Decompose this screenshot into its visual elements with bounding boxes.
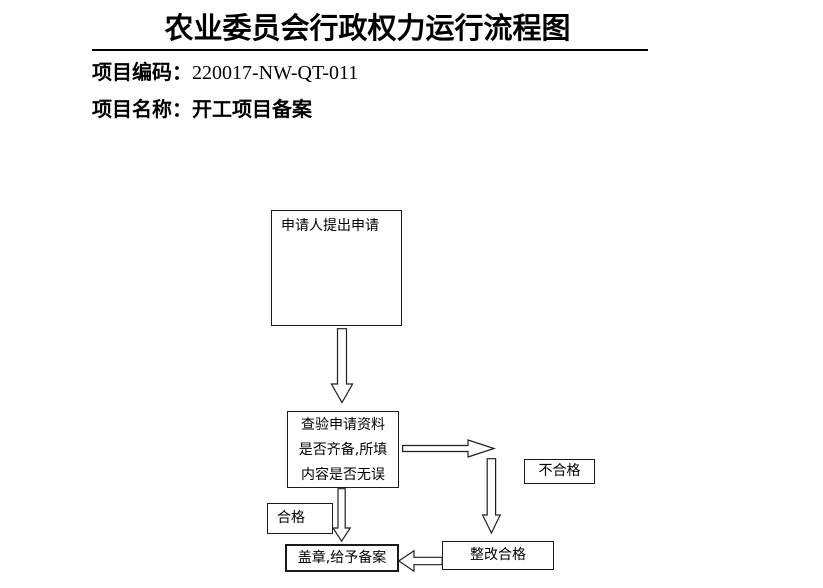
- block-arrow-down-icon: [481, 458, 502, 535]
- flow-node-check-line1: 查验申请资料: [301, 417, 385, 433]
- flow-node-check: 查验申请资料 是否齐备,所填 内容是否无误: [287, 411, 399, 488]
- flow-label-qualified-text: 合格: [277, 510, 305, 526]
- flow-node-apply: 申请人提出申请: [271, 210, 402, 326]
- project-code-value: 220017-NW-QT-011: [192, 62, 359, 84]
- project-code-label: 项目编码：: [92, 62, 192, 84]
- flow-node-rectify-label: 整改合格: [470, 547, 526, 563]
- project-name-value: 开工项目备案: [192, 99, 312, 121]
- project-name-label: 项目名称：: [92, 99, 192, 121]
- block-arrow-right-icon: [402, 439, 496, 458]
- title-underline: [92, 49, 648, 51]
- page-title: 农业委员会行政权力运行流程图: [164, 13, 571, 45]
- flow-node-check-line3: 内容是否无误: [301, 467, 385, 483]
- flow-node-stamp-label: 盖章,给予备案: [297, 550, 387, 566]
- project-name-line: 项目名称：开工项目备案: [92, 98, 312, 122]
- flow-label-unqualified: 不合格: [524, 459, 595, 484]
- flow-label-unqualified-text: 不合格: [538, 463, 581, 479]
- block-arrow-down-icon: [330, 328, 354, 404]
- project-code-line: 项目编码：220017-NW-QT-011: [92, 61, 358, 85]
- flow-node-stamp: 盖章,给予备案: [285, 544, 399, 572]
- block-arrow-left-icon: [397, 549, 443, 573]
- flow-label-qualified: 合格: [267, 503, 333, 534]
- flow-node-rectify: 整改合格: [442, 541, 554, 570]
- block-arrow-down-icon: [331, 488, 352, 543]
- flow-node-apply-label: 申请人提出申请: [281, 218, 379, 234]
- flow-node-check-line2: 是否齐备,所填: [298, 442, 388, 458]
